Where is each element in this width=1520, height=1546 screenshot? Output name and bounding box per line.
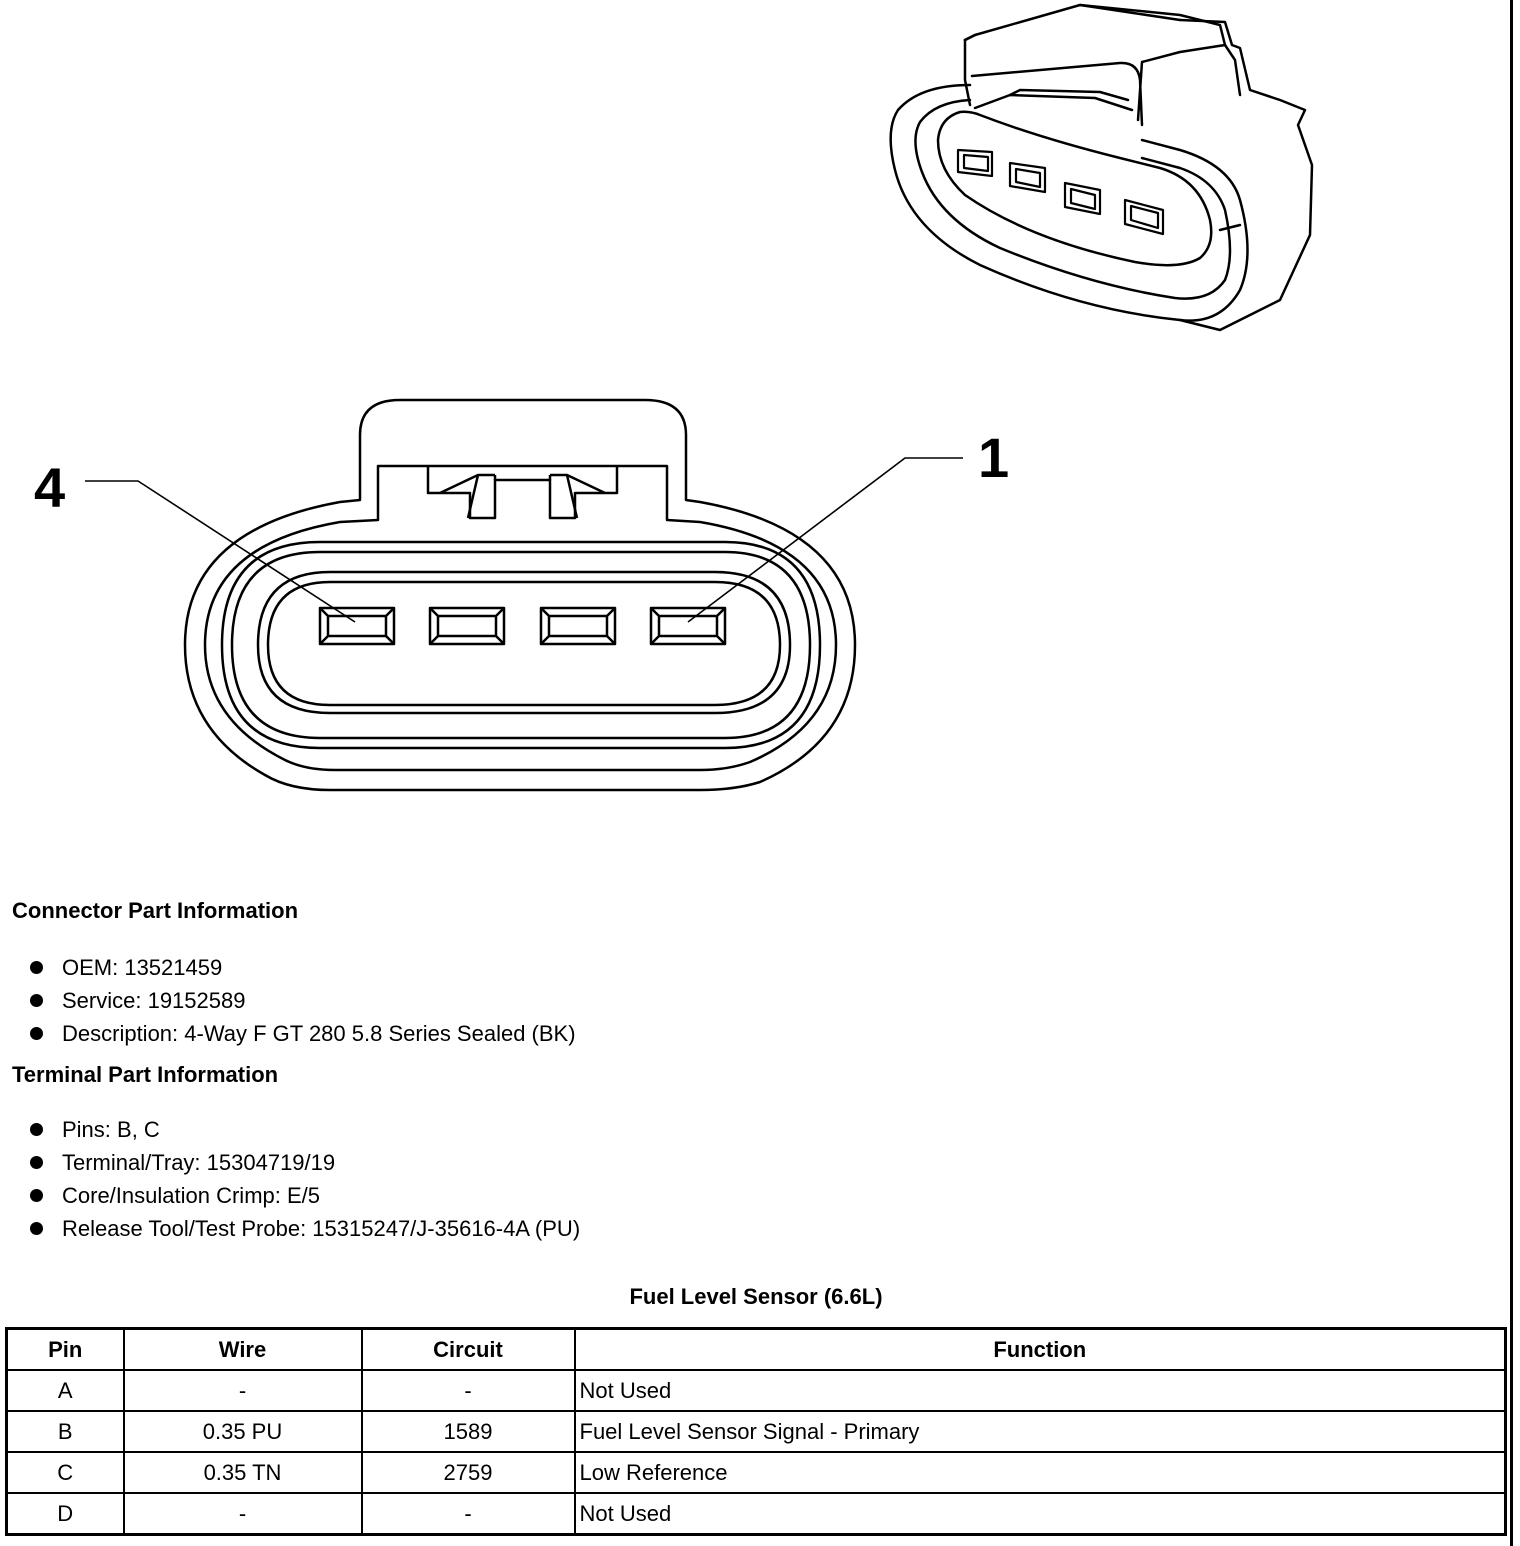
cell-pin: A bbox=[5, 1369, 125, 1412]
connector-part-info-heading: Connector Part Information bbox=[12, 898, 299, 923]
callout-pin-1: 1 bbox=[978, 426, 1010, 489]
table-header-row: Pin Wire Circuit Function bbox=[5, 1327, 1507, 1371]
list-item: Core/Insulation Crimp: E/5 bbox=[12, 1179, 580, 1212]
connector-isometric-drawing bbox=[889, 3, 1314, 332]
list-item: Description: 4-Way F GT 280 5.8 Series S… bbox=[12, 1017, 576, 1050]
cell-circuit: 1589 bbox=[360, 1410, 576, 1453]
column-header-wire: Wire bbox=[122, 1327, 363, 1371]
cell-pin: D bbox=[5, 1492, 125, 1536]
cell-pin: C bbox=[5, 1451, 125, 1494]
cell-circuit: 2759 bbox=[360, 1451, 576, 1494]
pinout-table: Pin Wire Circuit Function A - - Not Used… bbox=[5, 1327, 1507, 1536]
connector-part-info-list: OEM: 13521459 Service: 19152589 Descript… bbox=[12, 951, 576, 1050]
connector-part-info-section: Connector Part Information OEM: 13521459… bbox=[12, 897, 576, 1050]
list-item: Release Tool/Test Probe: 15315247/J-3561… bbox=[12, 1212, 580, 1245]
column-header-circuit: Circuit bbox=[360, 1327, 576, 1371]
list-item: OEM: 13521459 bbox=[12, 951, 576, 984]
cell-function: Not Used bbox=[573, 1369, 1507, 1412]
callout-pin-4: 4 bbox=[34, 456, 66, 519]
list-item: Terminal/Tray: 15304719/19 bbox=[12, 1146, 580, 1179]
cell-pin: B bbox=[5, 1410, 125, 1453]
cell-circuit: - bbox=[360, 1492, 576, 1536]
cell-wire: - bbox=[122, 1369, 363, 1412]
cell-circuit: - bbox=[360, 1369, 576, 1412]
terminal-part-info-section: Terminal Part Information Pins: B, C Ter… bbox=[12, 1061, 580, 1245]
cell-function: Low Reference bbox=[573, 1451, 1507, 1494]
column-header-function: Function bbox=[573, 1327, 1507, 1371]
cell-wire: - bbox=[122, 1492, 363, 1536]
table-title: Fuel Level Sensor (6.6L) bbox=[629, 1284, 883, 1309]
list-item: Service: 19152589 bbox=[12, 984, 576, 1017]
cell-wire: 0.35 PU bbox=[122, 1410, 363, 1453]
table-row: D - - Not Used bbox=[5, 1492, 1507, 1536]
cell-function: Not Used bbox=[573, 1492, 1507, 1536]
terminal-part-info-list: Pins: B, C Terminal/Tray: 15304719/19 Co… bbox=[12, 1113, 580, 1245]
terminal-part-info-heading: Terminal Part Information bbox=[12, 1062, 279, 1087]
cell-wire: 0.35 TN bbox=[122, 1451, 363, 1494]
column-header-pin: Pin bbox=[5, 1327, 125, 1371]
table-row: B 0.35 PU 1589 Fuel Level Sensor Signal … bbox=[5, 1410, 1507, 1453]
connector-face-drawing bbox=[85, 398, 963, 792]
table-row: A - - Not Used bbox=[5, 1369, 1507, 1412]
list-item: Pins: B, C bbox=[12, 1113, 580, 1146]
cell-function: Fuel Level Sensor Signal - Primary bbox=[573, 1410, 1507, 1453]
table-row: C 0.35 TN 2759 Low Reference bbox=[5, 1451, 1507, 1494]
page-border-right bbox=[1510, 0, 1513, 1546]
